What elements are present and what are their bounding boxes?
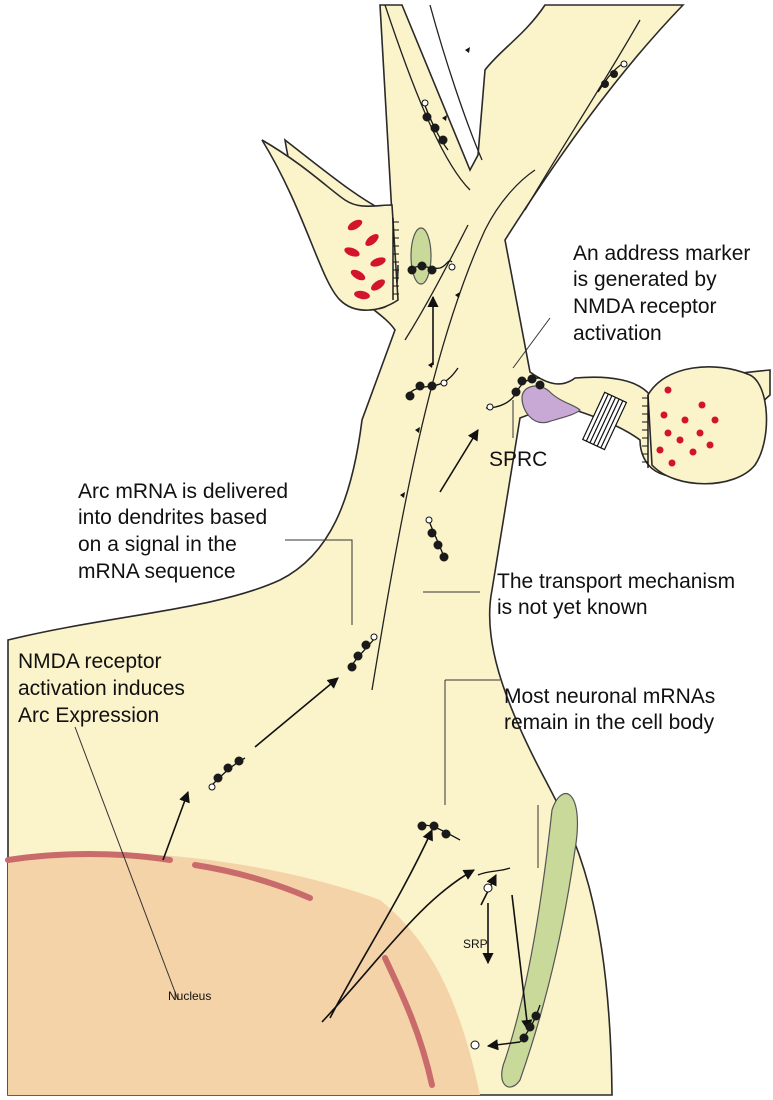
svg-text:The transport mechanism: The transport mechanism (497, 570, 735, 593)
svg-text:An address marker: An address marker (573, 242, 750, 265)
svg-text:Arc Expression: Arc Expression (18, 704, 159, 727)
label-transport: The transport mechanism is not yet known (497, 570, 735, 619)
endoplasmic-reticulum-upper (411, 228, 431, 284)
svg-text:is generated by: is generated by (573, 268, 717, 291)
label-srp: SRP (463, 937, 488, 951)
svg-text:Most neuronal mRNAs: Most neuronal mRNAs (504, 685, 715, 708)
label-arc-delivery: Arc mRNA is delivered into dendrites bas… (78, 480, 288, 583)
label-most-mrnas: Most neuronal mRNAs remain in the cell b… (504, 685, 715, 734)
svg-text:activation: activation (573, 322, 662, 345)
label-address-marker: An address marker is generated by NMDA r… (573, 242, 750, 345)
label-nucleus: Nucleus (168, 989, 211, 1003)
svg-text:into dendrites based: into dendrites based (78, 506, 267, 529)
svg-text:NMDA receptor: NMDA receptor (18, 650, 162, 673)
svg-text:on a signal in the: on a signal in the (78, 533, 237, 556)
svg-text:mRNA sequence: mRNA sequence (78, 560, 236, 583)
presynaptic-terminal-left (262, 140, 399, 310)
svg-text:NMDA receptor: NMDA receptor (573, 295, 717, 318)
svg-text:remain in the cell body: remain in the cell body (504, 711, 715, 734)
svg-text:activation induces: activation induces (18, 677, 185, 700)
svg-text:is not yet known: is not yet known (497, 596, 648, 619)
presynaptic-terminal-right (642, 367, 766, 484)
svg-text:Arc mRNA is delivered: Arc mRNA is delivered (78, 480, 288, 503)
label-sprc: SPRC (489, 448, 547, 471)
